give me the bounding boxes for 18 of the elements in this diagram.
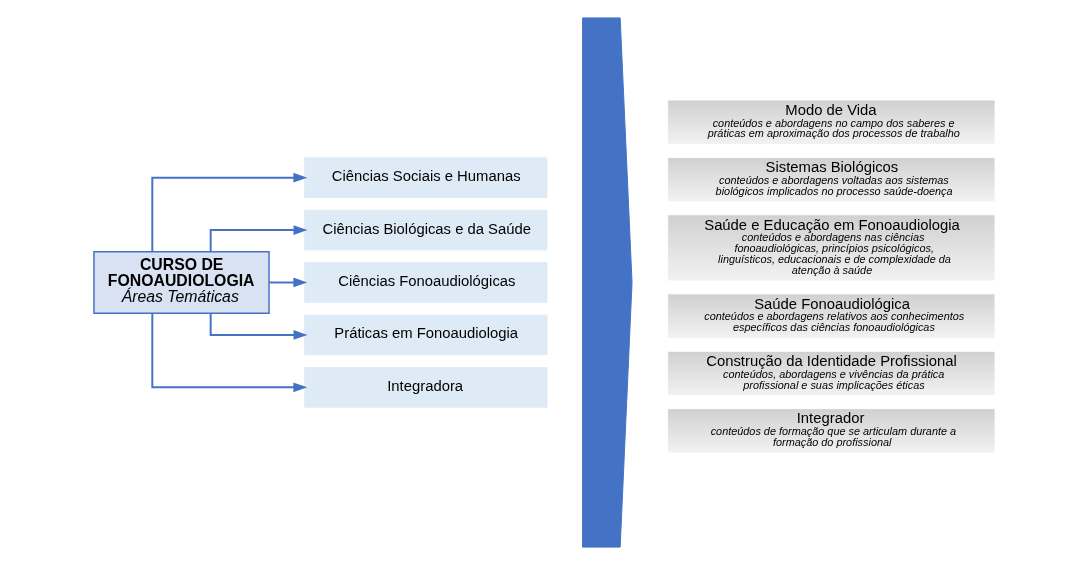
arrow [268, 277, 308, 288]
node-box: Ciências Sociais e Humanas [304, 157, 548, 198]
arrow [151, 172, 308, 253]
node-box: CURSO DE FONOAUDIOLOGIA Áreas Temáticas [93, 251, 270, 314]
arrow [209, 225, 308, 253]
node-box: Construção da Identidade Profissional conteúdos, abordagens e vivências da prática profissional e suas implicações éticas [667, 350, 996, 397]
node-box: Integradora [304, 367, 548, 408]
node-box: Práticas em Fonoaudiologia [304, 314, 548, 356]
node-box: Modo de Vida conteúdos e abordagens no campo dos saberes e práticas em aproximação dos processos de trabalho [667, 99, 996, 145]
node-box: Ciências Biológicas e da Saúde [304, 209, 548, 251]
node-box: Saúde e Educação em Fonoaudiologia conteúdos e abordagens nas ciências fonoaudiológicas, princípios psicológicos, linguísticos, educacionais e de complexidade da atenção à saúde [667, 214, 996, 282]
node-box: Sistemas Biológicos conteúdos e abordagens voltadas aos sistemas biológicos implicados no processo saúde-doença [667, 156, 996, 203]
node-box: Saúde Fonoaudiológica conteúdos e abordagens relativos aos conhecimentos específicos das ciências fonoaudiológicas [667, 293, 996, 339]
arrow [151, 312, 308, 393]
node-box: Integrador conteúdos de formação que se articulam durante a formação do profissional [667, 408, 996, 454]
node-box: Ciências Fonoaudiológicas [304, 262, 548, 303]
arrow [209, 312, 308, 340]
node-chevron [582, 17, 633, 548]
